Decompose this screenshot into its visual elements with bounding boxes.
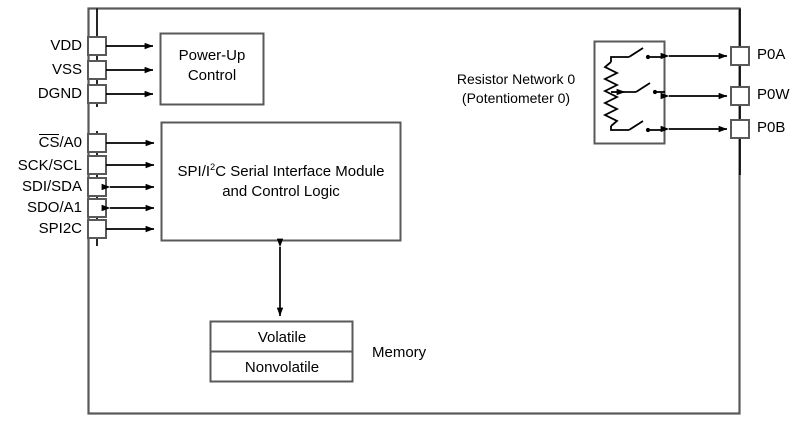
port-wires bbox=[660, 52, 728, 133]
pin-label-p0b: P0B bbox=[757, 119, 786, 136]
cs-overline-text: CS bbox=[38, 134, 60, 151]
resistor-network-caption: Resistor Network 0 (Potentiometer 0) bbox=[443, 71, 589, 106]
resistor-network-line2: (Potentiometer 0) bbox=[461, 90, 571, 107]
pin-label-sck-scl: SCK/SCL bbox=[17, 157, 82, 174]
serial-interface-label: SPI/I2C Serial Interface Module and Cont… bbox=[161, 162, 401, 201]
pin-label-cs-a0: CS/A0 bbox=[0, 134, 82, 151]
cs-suffix-text: /A0 bbox=[59, 134, 82, 151]
serial-interface-superscript: 2 bbox=[210, 162, 216, 172]
pin-label-p0w: P0W bbox=[757, 86, 790, 103]
pin-label-sdo-a1: SDO/A1 bbox=[26, 199, 82, 216]
pin-label-dgnd: DGND bbox=[37, 85, 82, 102]
resistor-network-line1: Resistor Network 0 bbox=[456, 71, 576, 87]
pin-label-p0a: P0A bbox=[757, 46, 786, 63]
memory-caption: Memory bbox=[372, 344, 427, 361]
serial-interface-line2: and Control Logic bbox=[222, 183, 340, 201]
power-pin-wires bbox=[106, 42, 154, 98]
power-up-control-line1: Power-Up bbox=[178, 47, 246, 64]
serial-interface-line1-pre: SPI/I bbox=[177, 163, 211, 180]
power-up-control-line2: Control bbox=[187, 67, 237, 85]
pin-label-sdi-sda: SDI/SDA bbox=[21, 178, 82, 195]
resistor-switches bbox=[616, 47, 665, 133]
power-up-control-label: Power-Up Control bbox=[160, 47, 264, 85]
memory-block bbox=[209, 320, 354, 383]
memory-row-volatile: Volatile bbox=[257, 329, 307, 346]
memory-row-nonvolatile: Nonvolatile bbox=[244, 359, 320, 376]
pin-label-spi2c: SPI2C bbox=[38, 220, 82, 237]
serial-interface-line1-post: C Serial Interface Module bbox=[215, 163, 385, 180]
power-up-control-block bbox=[159, 32, 265, 106]
resistor-zigzag bbox=[602, 56, 629, 131]
serial-pin-wires bbox=[101, 139, 155, 233]
left-pin-squares bbox=[87, 36, 107, 239]
right-pin-squares bbox=[730, 46, 750, 139]
serial-interface-line1: SPI/I2C Serial Interface Module bbox=[161, 162, 401, 180]
pin-label-vss: VSS bbox=[51, 61, 82, 78]
pin-label-vdd: VDD bbox=[50, 37, 82, 54]
